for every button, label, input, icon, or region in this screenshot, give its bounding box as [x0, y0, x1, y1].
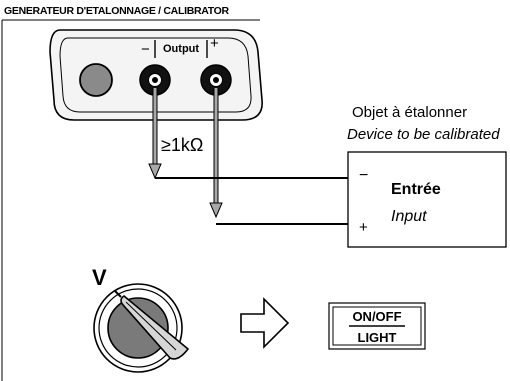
device-box — [347, 151, 507, 248]
calibrator-grey-knob — [79, 63, 113, 97]
device-input-en: Input — [391, 208, 427, 225]
button-bottom-label: LIGHT — [358, 330, 397, 345]
plus-lead-arrow — [209, 88, 223, 219]
device-title-fr: Objet à étalonner — [352, 104, 467, 121]
on-off-light-button[interactable]: ON/OFF LIGHT — [328, 302, 426, 350]
device-minus-mark: − — [359, 167, 368, 184]
device-plus-mark: + — [359, 219, 368, 236]
output-label: Output — [163, 43, 199, 55]
device-title-en: Device to be calibrated — [347, 126, 500, 143]
device-input-fr: Entrée — [391, 181, 441, 198]
hollow-right-arrow-icon — [240, 297, 290, 349]
selector-position-label: V — [92, 265, 107, 290]
calibrator-plus-mark: + — [210, 35, 219, 52]
rotary-selector-icon[interactable] — [93, 283, 190, 373]
button-top-label: ON/OFF — [352, 309, 401, 324]
resistance-label: ≥1kΩ — [161, 135, 203, 155]
calibrator-minus-mark: − — [141, 41, 150, 58]
calibrator-header: GENERATEUR D'ETALONNAGE / CALIBRATOR — [4, 5, 230, 17]
minus-lead-arrow — [148, 88, 162, 180]
minus-output-jack-icon[interactable] — [139, 64, 171, 96]
